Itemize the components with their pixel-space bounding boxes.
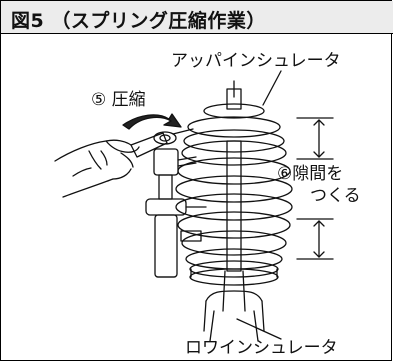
leader-upper [262,70,282,106]
label-gap-line1: ⑥隙間を [277,164,344,184]
dimension-arrow-icon [296,117,334,260]
label-gap-line2: つくる [310,186,361,206]
coil-spring [175,140,293,270]
label-upper-insulator: アッパインシュレータ [171,51,341,71]
figure-title: 図5 （スプリング圧縮作業） [11,10,266,32]
label-compress: ⑤ 圧縮 [91,90,146,110]
leader-lower [236,318,282,340]
lower-insulator [189,260,279,278]
hand-illustration [54,139,140,198]
wrench-icon [130,128,194,158]
strut-assembly [183,80,285,342]
label-lower-insulator: ロワインシュレータ [185,338,338,358]
rotation-arrow-icon [122,113,182,130]
title-bar: 図5 （スプリング圧縮作業） [1,1,393,34]
spring-compressor-tool [145,148,207,278]
